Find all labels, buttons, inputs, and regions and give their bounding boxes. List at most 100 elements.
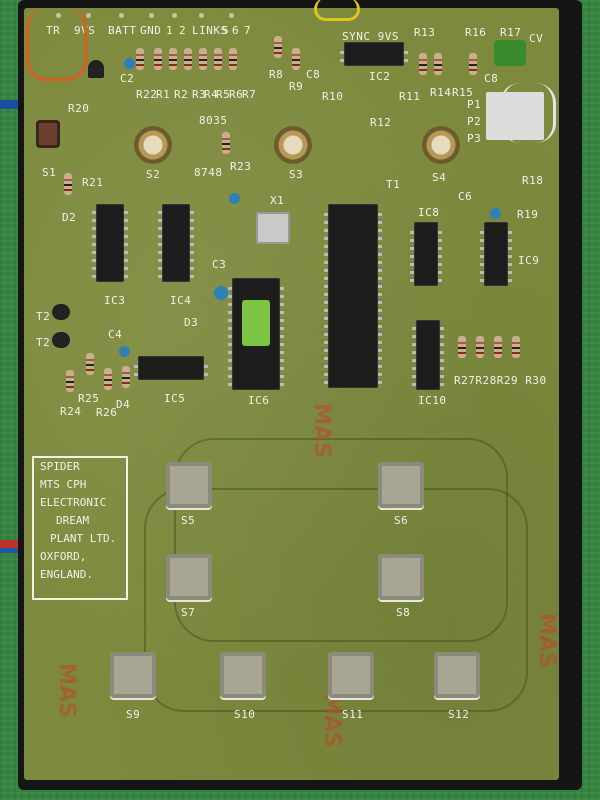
resistor — [458, 336, 466, 358]
label-s6: S6 — [394, 514, 409, 527]
label-r17: R17 — [500, 26, 522, 39]
info-line: SPIDER — [40, 460, 80, 473]
label-r22: R22 — [136, 88, 158, 101]
potentiometer-s2[interactable] — [134, 126, 172, 164]
button-s5[interactable] — [166, 462, 212, 508]
label-ic8: IC8 — [418, 206, 440, 219]
info-line: MTS CPH — [40, 478, 87, 491]
label-c8: C8 — [484, 72, 499, 85]
label-t2: T2 — [36, 336, 51, 349]
header-pad — [56, 13, 61, 18]
resistor — [222, 132, 230, 154]
label-ic6: IC6 — [248, 394, 270, 407]
ic9-chip — [480, 222, 512, 286]
ic3-chip — [92, 204, 128, 282]
button-s7[interactable] — [166, 554, 212, 600]
pcb-trace — [144, 488, 528, 712]
label-5: 5 — [222, 24, 230, 37]
label-r6: R6 — [229, 88, 244, 101]
watermark: MAS — [308, 403, 334, 458]
label-c2: C2 — [120, 72, 135, 85]
resistor — [229, 48, 237, 70]
label-r8: R8 — [269, 68, 284, 81]
label-r25: R25 — [78, 392, 100, 405]
label-sync: SYNC 9VS — [342, 30, 399, 43]
capacitor — [229, 193, 240, 204]
capacitor — [490, 208, 501, 219]
resistor — [419, 53, 427, 75]
label-r23: R23 — [230, 160, 252, 173]
potentiometer-s3[interactable] — [274, 126, 312, 164]
label-ic4: IC4 — [170, 294, 192, 307]
button-s9[interactable] — [110, 652, 156, 698]
label-r20: R20 — [68, 102, 90, 115]
label-c4: C4 — [108, 328, 123, 341]
label-r9: R9 — [289, 80, 304, 93]
switch-s1 — [36, 120, 60, 148]
header-pad — [199, 13, 204, 18]
header-pad — [172, 13, 177, 18]
label-batt: BATT — [108, 24, 137, 37]
info-line: OXFORD, — [40, 550, 87, 563]
label-s11: S11 — [342, 708, 364, 721]
header-pad — [149, 13, 154, 18]
watermark: MAS — [53, 663, 79, 718]
label-r2: R2 — [174, 88, 189, 101]
label-tr: TR — [46, 24, 61, 37]
label-t1: T2 — [36, 310, 51, 323]
resistor — [512, 336, 520, 358]
label-r14: R14 — [430, 86, 452, 99]
green-capacitor — [494, 40, 526, 66]
resistor — [274, 36, 282, 58]
mat-stripe — [0, 548, 30, 553]
label-6: 6 — [232, 24, 240, 37]
label-ic2: IC2 — [369, 70, 391, 83]
connector-block — [486, 92, 544, 140]
label-r5: R5 — [216, 88, 231, 101]
button-s12[interactable] — [434, 652, 480, 698]
capacitor — [214, 286, 228, 300]
label-r26: R26 — [96, 406, 118, 419]
watermark: MAS — [318, 693, 344, 748]
capacitor — [119, 346, 130, 357]
label-r4: R4 — [204, 88, 219, 101]
info-line: ELECTRONIC — [40, 496, 107, 509]
crystal-x1 — [256, 212, 290, 244]
button-s8[interactable] — [378, 554, 424, 600]
ic2-chip — [340, 42, 408, 66]
resistor — [136, 48, 144, 70]
label-8035: 8035 — [199, 114, 228, 127]
resistor — [292, 48, 300, 70]
info-line: ENGLAND. — [40, 568, 93, 581]
resistor — [469, 53, 477, 75]
ic4-chip — [158, 204, 194, 282]
label-7: 7 — [244, 24, 252, 37]
potentiometer-s4[interactable] — [422, 126, 460, 164]
label-c7: C8 — [306, 68, 321, 81]
label-x1: X1 — [270, 194, 285, 207]
button-s10[interactable] — [220, 652, 266, 698]
ic8-chip — [410, 222, 442, 286]
label-8748: 8748 — [194, 166, 223, 179]
label-r19: R19 — [517, 208, 539, 221]
eprom-window-label — [242, 300, 270, 346]
header-pad — [86, 13, 91, 18]
label-s5: S5 — [181, 514, 196, 527]
resistor — [122, 366, 130, 388]
resistor — [104, 368, 112, 390]
resistor — [184, 48, 192, 70]
watermark: MAS — [533, 613, 559, 668]
mat-stripe — [0, 540, 30, 549]
label-r15: R15 — [452, 86, 474, 99]
resistor — [154, 48, 162, 70]
button-s11[interactable] — [328, 652, 374, 698]
label-gnd: GND — [140, 24, 162, 37]
label-s4: S4 — [432, 171, 447, 184]
resistor — [64, 173, 72, 195]
button-s6[interactable] — [378, 462, 424, 508]
circuit-board: MAS MAS MAS MAS TR 9VS BATT GND 1 2 LINK… — [24, 0, 559, 780]
mat-stripe — [0, 100, 30, 109]
capacitor — [124, 58, 135, 69]
label-s12: S12 — [448, 708, 470, 721]
label-s7: S7 — [181, 606, 196, 619]
